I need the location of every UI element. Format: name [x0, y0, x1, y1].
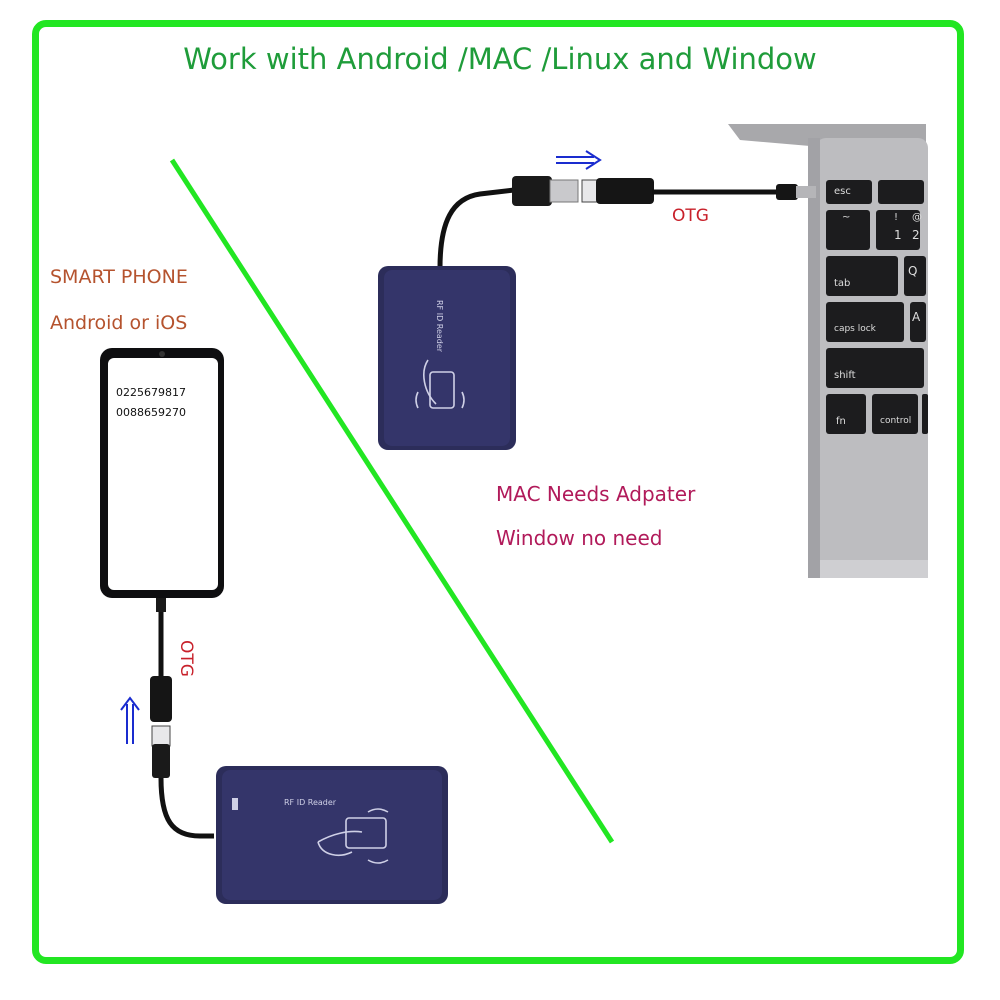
key-fn: fn: [836, 416, 846, 427]
key-tab: tab: [834, 278, 851, 289]
green-frame: [32, 20, 964, 964]
arrow-up-icon: [120, 696, 140, 744]
rfid-reader-bottom: [216, 766, 448, 904]
mac-note-line2: Window no need: [496, 526, 663, 550]
page-title: Work with Android /MAC /Linux and Window: [183, 42, 817, 76]
phone-label-line2: Android or iOS: [50, 312, 188, 334]
key-shift: shift: [834, 370, 856, 381]
key-caps-lock: caps lock: [834, 324, 876, 334]
phone-label-line1: SMART PHONE: [50, 266, 188, 288]
laptop: [728, 124, 928, 578]
phone-number-1: 0225679817: [116, 386, 186, 399]
key-at: @: [912, 212, 922, 223]
smartphone: [100, 348, 224, 598]
arrow-right-icon: [556, 150, 602, 170]
rfid-reader-top: [378, 266, 516, 450]
phone-number-2: 0088659270: [116, 406, 186, 419]
key-one: 1: [894, 228, 902, 242]
reader-top-label: RF ID Reader: [435, 300, 444, 353]
reader-bottom-label: RF ID Reader: [284, 798, 337, 807]
key-exclaim: !: [894, 212, 899, 223]
otg-label-top: OTG: [672, 206, 709, 226]
key-two: 2: [912, 228, 920, 242]
key-tilde: ~: [842, 212, 851, 223]
key-a: A: [912, 310, 921, 324]
otg-label-side: OTG: [176, 640, 196, 677]
key-q: Q: [908, 264, 918, 278]
key-esc: esc: [834, 186, 851, 197]
bottom-cable: [150, 598, 214, 839]
divider-line: [169, 158, 615, 844]
top-cable: [437, 176, 816, 269]
key-control: control: [880, 416, 912, 426]
mac-note-line1: MAC Needs Adpater: [496, 482, 696, 506]
